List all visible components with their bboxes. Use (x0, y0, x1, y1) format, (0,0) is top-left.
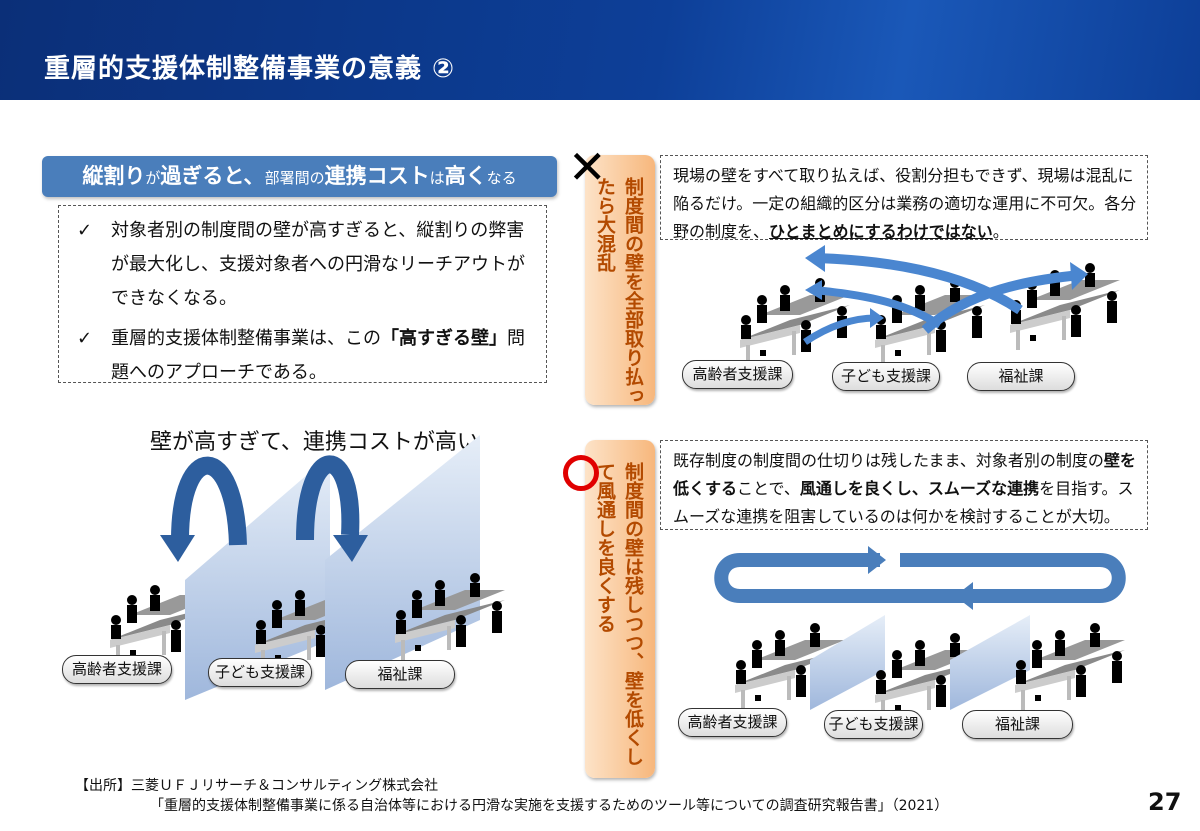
source-line: 「重層的支援体制整備事業に係る自治体等における円滑な実施を支援するためのツール等… (150, 798, 949, 814)
dept-label-elderly: 高齢者支援課 (682, 360, 793, 389)
banner-text: なる (486, 169, 517, 187)
good-case-text: 既存制度の制度間の仕切りは残したまま、対象者別の制度の (673, 451, 1104, 470)
good-case-text-box: 既存制度の制度間の仕切りは残したまま、対象者別の制度の壁を低くすることで、風通し… (660, 440, 1148, 530)
banner-text: が (145, 169, 161, 187)
banner-text: は (429, 169, 445, 187)
cross-mark-icon: ✕ (568, 140, 607, 194)
point-text: 問題へのアプローチである。 (111, 328, 525, 383)
dept-label-elderly: 高齢者支援課 (678, 708, 787, 737)
check-icon: ✓ (77, 328, 93, 349)
banner-text: 縦割り (82, 164, 146, 188)
header-bar: 重層的支援体制整備事業の意義 ② (0, 0, 1200, 100)
page-title: 重層的支援体制整備事業の意義 ② (44, 54, 456, 84)
dept-label-children: 子ども支援課 (824, 710, 923, 739)
arc-arrow-icon (296, 455, 360, 541)
good-case-text: ことで、 (737, 479, 800, 498)
bad-case-text-box: 現場の壁をすべて取り払えば、役割分担もできず、現場は混乱に陥るだけ。一定の組織的… (660, 155, 1148, 241)
banner-text: 連携コスト (324, 164, 430, 188)
banner-text: 高く (444, 164, 487, 188)
low-wall (810, 615, 885, 710)
bad-case-emphasis: ひとまとめにするわけではない (769, 222, 993, 241)
dept-label-elderly: 高齢者支援課 (62, 655, 172, 684)
bad-case-label: 制度間の壁を全部取り払ったら大混乱 (585, 155, 655, 405)
arc-arrow-icon (171, 456, 247, 546)
good-case-emphasis: 壁を低くする (673, 451, 1136, 498)
dept-label-welfare: 福祉課 (967, 362, 1075, 391)
dept-label-children: 子ども支援課 (832, 362, 940, 391)
dept-label-welfare: 福祉課 (345, 660, 455, 689)
left-points-box: ✓ 対象者別の制度間の壁が高すぎると、縦割りの弊害が最大化し、支援対象者への円滑な… (58, 205, 547, 383)
source-line: 【出所】三菱ＵＦＪリサーチ＆コンサルティング株式会社 (75, 778, 439, 794)
page-number: 27 (1148, 788, 1182, 816)
check-icon: ✓ (77, 220, 93, 241)
left-diagram-headline: 壁が高すぎて、連携コストが高い (150, 430, 479, 455)
point-text: 重層的支援体制整備事業は、この (111, 328, 381, 349)
circle-mark-icon (563, 455, 599, 491)
point-item: ✓ 対象者別の制度間の壁が高すぎると、縦割りの弊害が最大化し、支援対象者への円滑な… (77, 214, 532, 316)
good-case-emphasis: 風通しを良くし、スムーズな連携 (799, 479, 1040, 498)
good-case-diagram (714, 546, 1126, 720)
arrow-right-icon (868, 546, 886, 574)
arrow-left-icon (955, 582, 973, 610)
source-citation: 【出所】三菱ＵＦＪリサーチ＆コンサルティング株式会社 「重層的支援体制整備事業に… (75, 776, 948, 816)
dept-label-children: 子ども支援課 (208, 658, 312, 687)
bad-case-text: 。 (992, 222, 1009, 241)
point-bold: 「高すぎる壁」 (381, 328, 507, 349)
point-text: 対象者別の制度間の壁が高すぎると、縦割りの弊害が最大化し、支援対象者への円滑なリ… (111, 220, 525, 309)
good-case-label: 制度間の壁は残しつつ、壁を低くして風通しを良くする (585, 440, 655, 778)
bad-case-text: 現場の壁をすべて取り払えば、役割分担もできず、現場は混乱に陥るだけ。一定の組織的… (673, 166, 1137, 241)
section-banner: 縦割りが過ぎると、部署間の連携コストは高くなる (42, 156, 557, 197)
bad-case-diagram (740, 245, 1120, 365)
banner-text: 過ぎると、 (160, 164, 265, 188)
left-diagram (110, 435, 505, 700)
low-wall (950, 615, 1030, 710)
dept-label-welfare: 福祉課 (962, 710, 1073, 739)
banner-text: 部署間の (264, 169, 325, 187)
good-case-text: を目指す。スムーズな連携を阻害しているのは何かを検討することが大切。 (673, 479, 1134, 526)
point-item: ✓ 重層的支援体制整備事業は、この「高すぎる壁」問題へのアプローチである。 (77, 322, 532, 390)
